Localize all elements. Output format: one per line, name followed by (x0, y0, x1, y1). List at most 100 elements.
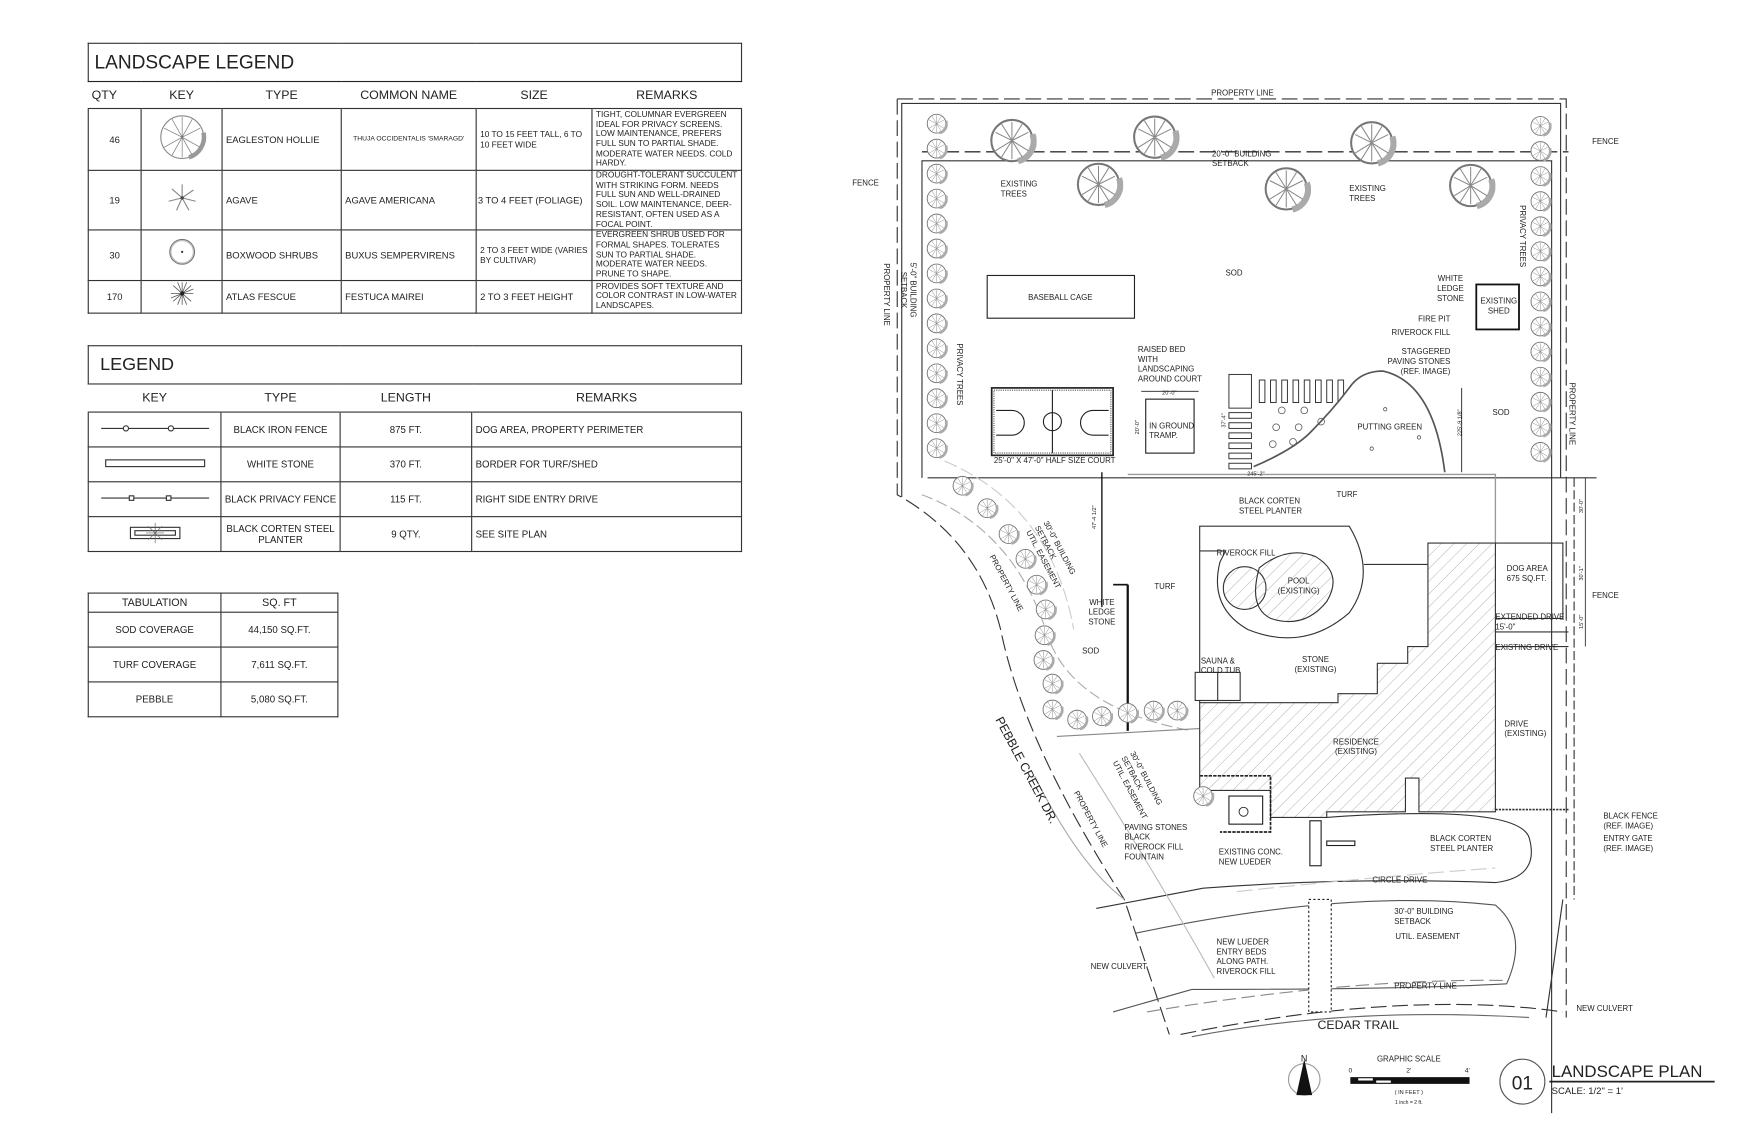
label-line: PUTTING GREEN (1357, 423, 1422, 432)
label-new-culvert-right: NEW CULVERT (1576, 1004, 1633, 1013)
grass-burst-icon (170, 282, 193, 306)
label-line: NEW LUEDER (1217, 937, 1270, 946)
scale-ratio: 1 inch = 2 ft. (1395, 1100, 1423, 1106)
qty: 46 (87, 107, 142, 171)
label-line: UTIL. EASEMENT (1395, 932, 1460, 941)
label-line: 15'-0" (1495, 622, 1515, 631)
privacy-tree-icon (925, 337, 948, 360)
putting-green (1253, 370, 1446, 473)
steel-planter-icon (129, 522, 180, 544)
landscape-legend-table: LANDSCAPE LEGEND QTY KEY TYPE COMMON NAM… (87, 42, 743, 314)
label-line: CEDAR TRAIL (1317, 1018, 1399, 1032)
type: ATLAS FESCUE (221, 279, 342, 314)
tabulation-value: 5,080 SQ.FT. (220, 681, 339, 718)
col-header-key: KEY (141, 80, 223, 110)
front-planters (1199, 774, 1356, 1013)
col-header-remarks: REMARKS (471, 383, 742, 413)
label-line: EXISTING (1349, 184, 1386, 193)
label-line: STONE (1302, 655, 1329, 664)
label-property-line-right: PROPERTY LINE (1568, 382, 1577, 445)
label-line: NEW CULVERT (1091, 962, 1148, 971)
privacy-tree-icon (1529, 416, 1552, 438)
drawing-title: LANDSCAPE PLAN (1552, 1062, 1703, 1081)
dog-area-fence (1495, 542, 1564, 619)
privacy-tree-icon (925, 237, 948, 260)
table-row: 30 BOXWOOD SHRUBS BUXUS SEMPERVIRENS 2 T… (87, 229, 743, 281)
label-line: 47'-4 1/2" (1092, 505, 1098, 529)
label-line: SETBACK (1212, 159, 1249, 168)
privacy-tree-icon (1529, 115, 1552, 137)
label-line: RIVEROCK FILL (1217, 967, 1277, 976)
table-row: BLACK PRIVACY FENCE 115 FT. RIGHT SIDE E… (87, 481, 743, 518)
label-line: 30'-0" (1579, 499, 1585, 513)
col-header-tabulation: TABULATION (87, 592, 222, 613)
label-util-easement-front: UTIL. EASEMENT (1395, 932, 1460, 941)
label-line: RIVEROCK FILL (1391, 328, 1451, 337)
label-line: PRIVACY TREES (955, 343, 964, 405)
baseball-cage (986, 274, 1136, 319)
label-turf-mid: TURF (1154, 582, 1175, 591)
label-line: LEDGE (1089, 608, 1116, 617)
label-line: BLACK CORTEN (1430, 834, 1491, 843)
shrub-circle-icon (168, 239, 195, 266)
privacy-tree-icon (1032, 649, 1055, 671)
label-dim-firepit: 37'-4" (1222, 413, 1228, 427)
label-fence-right: FENCE (1592, 591, 1619, 600)
privacy-tree-icon (1091, 705, 1114, 727)
col-header-remarks: REMARKS (591, 80, 742, 110)
label-line: TURF (1336, 490, 1357, 499)
privacy-tree-icon (1529, 240, 1552, 263)
label-line: FENCE (852, 179, 879, 188)
privacy-tree-icon (925, 312, 948, 335)
label-line: EXISTING (1001, 180, 1038, 189)
col-header-size: SIZE (476, 80, 592, 110)
label-line: (REF. IMAGE) (1603, 844, 1653, 853)
privacy-tree-icon (925, 362, 948, 385)
privacy-tree-icon (1529, 190, 1552, 212)
label-line: CIRCLE DRIVE (1372, 876, 1427, 885)
scale-units: ( IN FEET ) (1395, 1090, 1423, 1096)
pool-area (1194, 525, 1428, 703)
label-line: BASEBALL CAGE (1028, 293, 1092, 302)
table-row: 19 AGAVE AGAVE AMERICANA 3 TO 4 FEET (FO… (87, 169, 743, 231)
scale-tick: 0 (1348, 1068, 1352, 1075)
type: BLACK PRIVACY FENCE (220, 481, 341, 518)
label-existing-conc: EXISTING CONC.NEW LUEDER (1219, 848, 1283, 867)
privacy-tree-icon (1041, 698, 1064, 721)
label-line: TRAMP. (1149, 431, 1178, 440)
label-line: (EXISTING) (1278, 586, 1320, 595)
label-line: PROPERTY LINE (882, 263, 891, 326)
existing-shed (1475, 283, 1520, 331)
privacy-tree-icon (1529, 290, 1552, 313)
privacy-tree-icon (925, 412, 948, 434)
label-existing-drive: EXISTING DRIVE (1495, 643, 1558, 652)
label-fence-top-right: FENCE (1592, 137, 1619, 146)
type: BOXWOOD SHRUBS (221, 229, 342, 281)
label-circle-drive: CIRCLE DRIVE (1372, 876, 1427, 885)
fence-line (901, 102, 1562, 497)
type: WHITE STONE (220, 446, 341, 483)
label-dim-green: 225'-9 1/8" (1458, 409, 1464, 436)
label-line: 5'-0" BUILDING (909, 263, 918, 318)
label-privacy-trees-right: PRIVACY TREES (1518, 205, 1527, 267)
scale-tick: 2' (1406, 1068, 1411, 1075)
label-black-fence: BLACK FENCE(REF. IMAGE) (1603, 812, 1658, 831)
label-line: EXISTING CONC. (1219, 848, 1283, 857)
label-sod-right: SOD (1493, 408, 1510, 417)
north-arrow (1287, 1059, 1321, 1096)
label-line: 25'-0" X 47'-0" HALF SIZE COURT (994, 456, 1116, 465)
label-line: LANDSCAPING (1138, 365, 1194, 374)
label-sod-mid: SOD (1082, 646, 1099, 655)
label-line: RIVEROCK FILL (1217, 548, 1277, 557)
label-property-line-front: PROPERTY LINE (1394, 981, 1457, 990)
label-setback-curve-2: 30'-0" BUILDINGSETBACKUTIL. EASEMENT (1111, 750, 1167, 821)
privacy-tree-icon (1529, 390, 1552, 413)
label-line: SOD (1082, 646, 1099, 655)
label-dim-court-side: 47'-4 1/2" (1092, 505, 1098, 529)
label-line: DOG AREA (1507, 564, 1549, 573)
label-line: WHITE (1089, 598, 1114, 607)
